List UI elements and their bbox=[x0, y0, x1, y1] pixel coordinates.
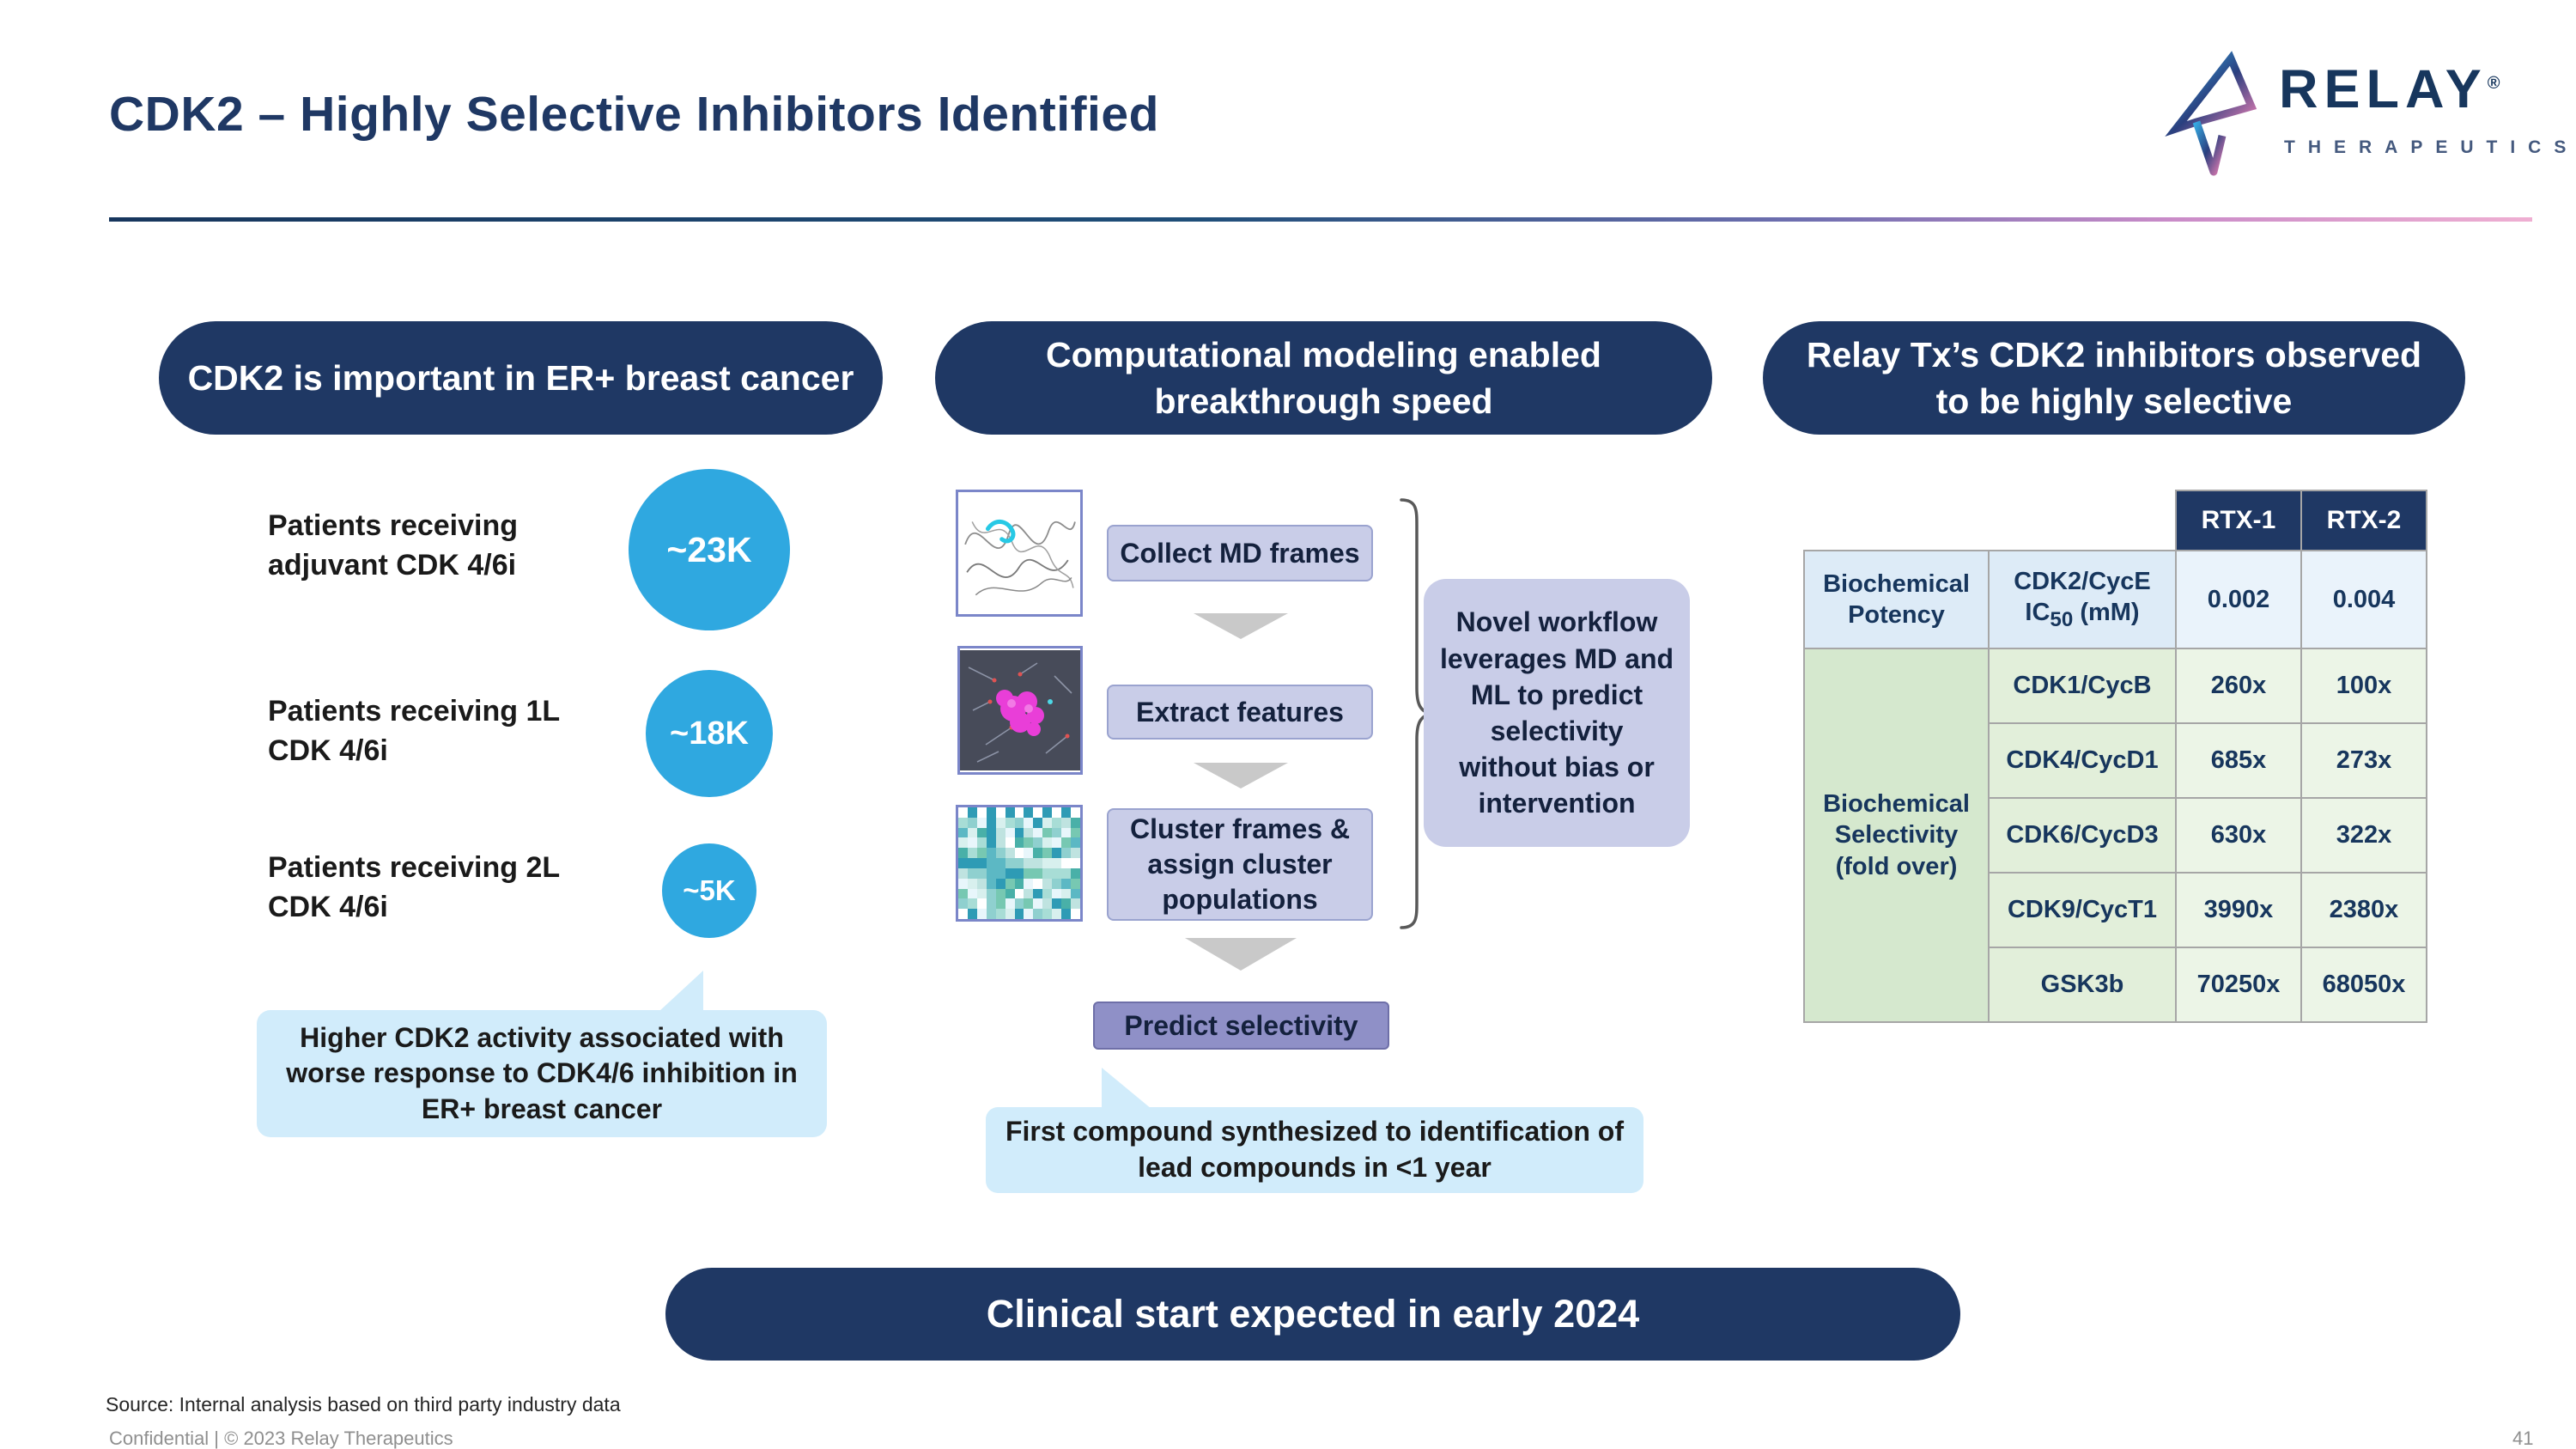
molecular-structure-image bbox=[957, 646, 1083, 775]
stat-circle-2l: ~5K bbox=[662, 843, 756, 938]
selectivity-rtx1-value: 260x bbox=[2175, 648, 2302, 724]
selectivity-rtx2-value: 2380x bbox=[2300, 872, 2427, 948]
selectivity-rtx2-value: 273x bbox=[2300, 722, 2427, 799]
logo-wordmark: RELAY® bbox=[2279, 58, 2500, 120]
selectivity-table: RTX-1 RTX-2 Biochemical Potency CDK2/Cyc… bbox=[1803, 490, 2427, 1023]
selectivity-rtx2-value: 100x bbox=[2300, 648, 2427, 724]
arrow-down-icon bbox=[1185, 938, 1297, 971]
selectivity-label: CDK6/CycD3 bbox=[1988, 797, 2177, 874]
middle-callout: First compound synthesized to identifica… bbox=[986, 1068, 1643, 1193]
md-simulation-image bbox=[956, 490, 1083, 617]
header-right-pill: Relay Tx’s CDK2 inhibitors observed to b… bbox=[1763, 321, 2465, 435]
table-row: Biochemical Potency CDK2/CycE IC50 (mM) … bbox=[1803, 550, 2427, 649]
step-collect-md-frames: Collect MD frames bbox=[1107, 525, 1373, 581]
potency-rtx1-value: 0.002 bbox=[2175, 550, 2302, 649]
workflow-note-box: Novel workflow leverages MD and ML to pr… bbox=[1424, 579, 1690, 847]
logo-subtitle: THERAPEUTICS bbox=[2284, 137, 2576, 157]
table-row: Biochemical Selectivity (fold over) CDK1… bbox=[1803, 648, 2427, 1023]
selectivity-label: GSK3b bbox=[1988, 947, 2177, 1023]
stat-label-adjuvant: Patients receiving adjuvant CDK 4/6i bbox=[268, 509, 519, 581]
selectivity-rtx1-value: 70250x bbox=[2175, 947, 2302, 1023]
table-row: CDK9/CycT1 3990x 2380x bbox=[1804, 872, 2427, 948]
potency-label-post: (mM) bbox=[2073, 599, 2140, 627]
callout-notch bbox=[659, 971, 703, 1012]
table-header-row: RTX-1 RTX-2 bbox=[1804, 490, 2427, 551]
callout-notch bbox=[1102, 1068, 1151, 1109]
predict-selectivity-box: Predict selectivity bbox=[1093, 1002, 1389, 1050]
selectivity-rtx1-value: 3990x bbox=[2175, 872, 2302, 948]
column-header-rtx1: RTX-1 bbox=[2175, 490, 2302, 551]
arrow-down-icon bbox=[1194, 763, 1288, 788]
stat-circle-adjuvant: ~23K bbox=[629, 469, 790, 630]
left-callout: Higher CDK2 activity associated with wor… bbox=[257, 971, 827, 1137]
selectivity-rtx1-value: 630x bbox=[2175, 797, 2302, 874]
header-left-pill: CDK2 is important in ER+ breast cancer bbox=[159, 321, 883, 435]
relay-logo-icon bbox=[2165, 51, 2257, 176]
potency-group-cell: Biochemical Potency bbox=[1803, 550, 1990, 649]
stat-circle-1l: ~18K bbox=[646, 670, 773, 797]
logo-name-text: RELAY bbox=[2279, 59, 2488, 119]
registered-mark: ® bbox=[2487, 74, 2500, 93]
table-row: CDK6/CycD3 630x 322x bbox=[1804, 797, 2427, 874]
selectivity-label: CDK9/CycT1 bbox=[1988, 872, 2177, 948]
title-divider bbox=[109, 217, 2532, 222]
selectivity-label: CDK1/CycB bbox=[1988, 648, 2177, 724]
potency-label-sub: 50 bbox=[2050, 607, 2074, 631]
page-title: CDK2 – Highly Selective Inhibitors Ident… bbox=[109, 87, 1159, 142]
table-row: CDK4/CycD1 685x 273x bbox=[1804, 722, 2427, 799]
cluster-heatmap-image bbox=[956, 805, 1083, 922]
selectivity-rtx2-value: 68050x bbox=[2300, 947, 2427, 1023]
selectivity-rtx1-value: 685x bbox=[2175, 722, 2302, 799]
potency-rtx2-value: 0.004 bbox=[2300, 550, 2427, 649]
selectivity-group-cell: Biochemical Selectivity (fold over) bbox=[1803, 648, 1990, 1023]
arrow-down-icon bbox=[1194, 613, 1288, 639]
table-empty-corner bbox=[1804, 490, 2176, 551]
stat-label-2l: Patients receiving 2L CDK 4/6i bbox=[268, 851, 560, 923]
potency-label-pre: CDK2/CycE IC bbox=[2014, 567, 2151, 627]
selectivity-label: CDK4/CycD1 bbox=[1988, 722, 2177, 799]
page-number: 41 bbox=[2512, 1428, 2534, 1449]
relay-logo: RELAY® THERAPEUTICS bbox=[2162, 50, 2566, 196]
clinical-start-banner: Clinical start expected in early 2024 bbox=[665, 1268, 1960, 1361]
stat-label-1l: Patients receiving 1L CDK 4/6i bbox=[268, 695, 560, 767]
table-row: GSK3b 70250x 68050x bbox=[1804, 947, 2427, 1023]
potency-label-cell: CDK2/CycE IC50 (mM) bbox=[1988, 550, 2177, 649]
confidential-note: Confidential | © 2023 Relay Therapeutics bbox=[109, 1428, 453, 1449]
header-middle-pill: Computational modeling enabled breakthro… bbox=[935, 321, 1712, 435]
source-note: Source: Internal analysis based on third… bbox=[106, 1393, 621, 1416]
step-extract-features: Extract features bbox=[1107, 685, 1373, 740]
left-callout-text: Higher CDK2 activity associated with wor… bbox=[286, 1021, 798, 1124]
column-header-rtx2: RTX-2 bbox=[2300, 490, 2427, 551]
selectivity-rtx2-value: 322x bbox=[2300, 797, 2427, 874]
middle-callout-text: First compound synthesized to identifica… bbox=[1005, 1116, 1624, 1183]
step-cluster-frames: Cluster frames & assign cluster populati… bbox=[1107, 808, 1373, 921]
